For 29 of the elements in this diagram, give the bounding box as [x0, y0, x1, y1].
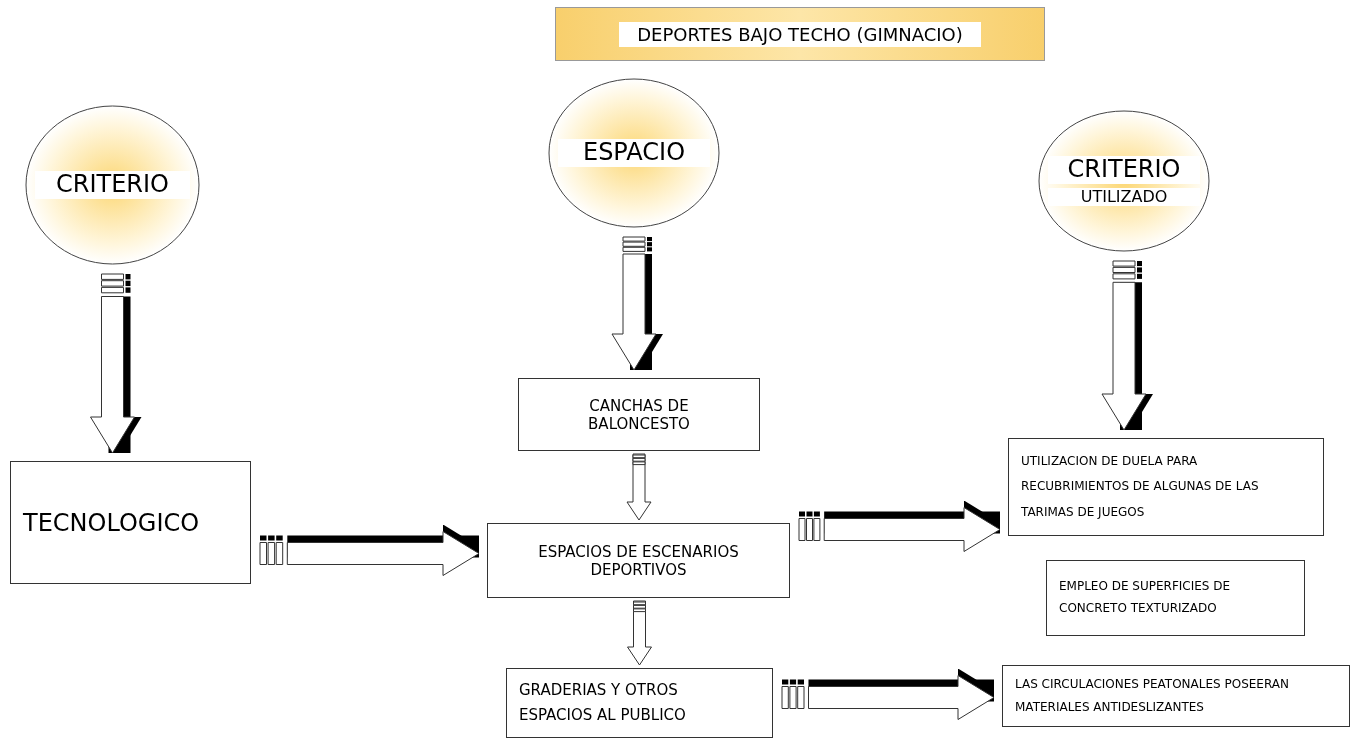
title-text: DEPORTES BAJO TECHO (GIMNACIO): [619, 21, 981, 47]
text-box: [1002, 665, 1350, 727]
text-box: [487, 523, 790, 598]
text-box: [10, 461, 251, 584]
block-arrow: [90, 273, 142, 454]
circle-node: [1038, 110, 1210, 252]
text-box: [1046, 560, 1305, 636]
node-text: CANCHAS DE BALONCESTO: [587, 396, 691, 433]
node-text: ESPACIO: [558, 139, 710, 167]
node-text: CRITERIO: [1048, 156, 1200, 184]
block-arrow: [626, 453, 652, 521]
node-text: LAS CIRCULACIONES PEATONALES POSEERAN MATERIALES ANTIDESLIZANTES: [1015, 676, 1290, 716]
node-text: EMPLEO DE SUPERFICIES DE CONCRETO TEXTURIZADO: [1059, 578, 1232, 617]
circle-node: [548, 78, 720, 228]
block-arrow: [611, 236, 663, 371]
node-text: UTILIZACION DE DUELA PARA RECUBRIMIENTOS DE ALGUNAS DE LAS TARIMAS DE JUEGOS: [1021, 453, 1260, 521]
node-text: GRADERIAS Y OTROS ESPACIOS AL PUBLICO: [519, 679, 687, 726]
block-arrow: [627, 600, 652, 666]
block-arrow: [781, 668, 995, 720]
block-arrow: [259, 524, 480, 576]
circle-node: [25, 105, 200, 265]
block-arrow: [798, 500, 1001, 552]
text-box: [506, 668, 773, 738]
block-arrow: [1101, 260, 1153, 431]
text-box: [518, 378, 760, 451]
node-text: CRITERIO: [35, 171, 190, 199]
node-text: ESPACIOS DE ESCENARIOS DEPORTIVOS: [537, 542, 740, 579]
text-box: [1008, 438, 1324, 536]
node-text: TECNOLOGICO: [23, 508, 201, 537]
